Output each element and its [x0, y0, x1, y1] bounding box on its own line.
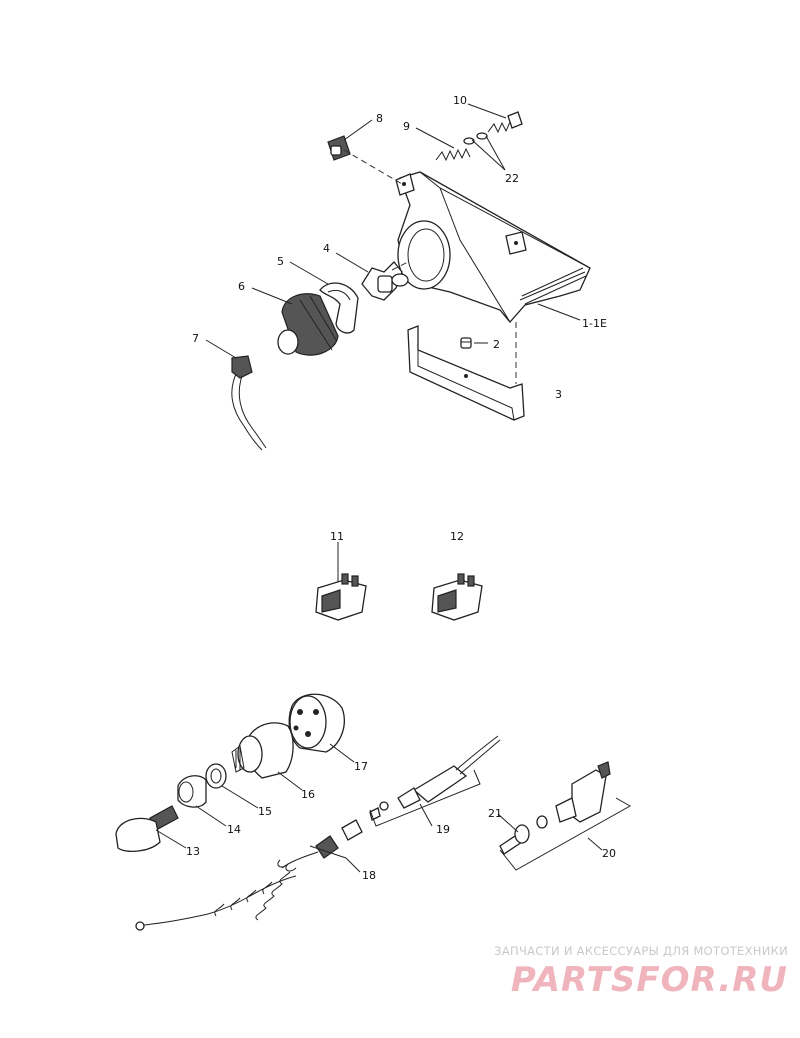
- watermark: ЗАПЧАСТИ И АКСЕССУАРЫ ДЛЯ МОТОТЕХНИКИ PA…: [494, 944, 788, 1000]
- reflector: [277, 293, 339, 356]
- callout-20: 20: [602, 847, 616, 860]
- retaining-ring: [319, 282, 359, 334]
- nut-ring: [205, 763, 227, 789]
- callout-16: 16: [301, 788, 315, 801]
- connector-lanyard: [135, 819, 363, 931]
- callout-19: 19: [436, 823, 450, 836]
- bulb: [361, 261, 409, 301]
- callout-21: 21: [488, 807, 502, 820]
- callout-11: 11: [330, 530, 344, 543]
- callout-14: 14: [227, 823, 241, 836]
- watermark-logo: PARTSFOR.RU: [510, 960, 788, 1000]
- spring: [435, 147, 471, 162]
- callout-22: 22: [505, 172, 519, 185]
- washers: [463, 132, 488, 145]
- key: [115, 805, 179, 853]
- harness: [369, 735, 501, 821]
- callout-18: 18: [362, 869, 376, 882]
- callout-17: 17: [354, 760, 368, 773]
- toggle-switch: [555, 761, 611, 823]
- callout-3: 3: [555, 388, 562, 401]
- toggle-knob: [499, 815, 548, 855]
- leader-lines: [155, 743, 603, 873]
- callout-6: 6: [238, 280, 245, 293]
- callout-1-1E: 1-1E: [582, 317, 607, 330]
- group-brackets: [309, 769, 632, 871]
- callout-7: 7: [192, 332, 199, 345]
- callout-10: 10: [453, 94, 467, 107]
- ignition-switch: [288, 693, 345, 753]
- callout-15: 15: [258, 805, 272, 818]
- watermark-tagline: ЗАПЧАСТИ И АКСЕССУАРЫ ДЛЯ МОТОТЕХНИКИ: [494, 944, 788, 958]
- callout-2: 2: [493, 338, 500, 351]
- headlight-housing: [395, 171, 591, 323]
- grommet: [327, 135, 351, 161]
- bracket: [407, 325, 525, 421]
- callout-8: 8: [376, 112, 383, 125]
- rocker-switch-12: [431, 573, 483, 621]
- switch-housing: [231, 722, 294, 779]
- callout-4: 4: [323, 242, 330, 255]
- callout-13: 13: [186, 845, 200, 858]
- rocker-switch-11: [315, 542, 367, 621]
- assembly-line: [391, 261, 409, 271]
- bezel: [177, 775, 207, 808]
- callout-5: 5: [277, 255, 284, 268]
- nut: [460, 337, 472, 349]
- socket-with-wire: [231, 355, 267, 451]
- assembly-line: [343, 149, 403, 185]
- callout-12: 12: [450, 530, 464, 543]
- screw: [487, 111, 523, 134]
- callout-9: 9: [403, 120, 410, 133]
- leader-lines: [205, 103, 581, 359]
